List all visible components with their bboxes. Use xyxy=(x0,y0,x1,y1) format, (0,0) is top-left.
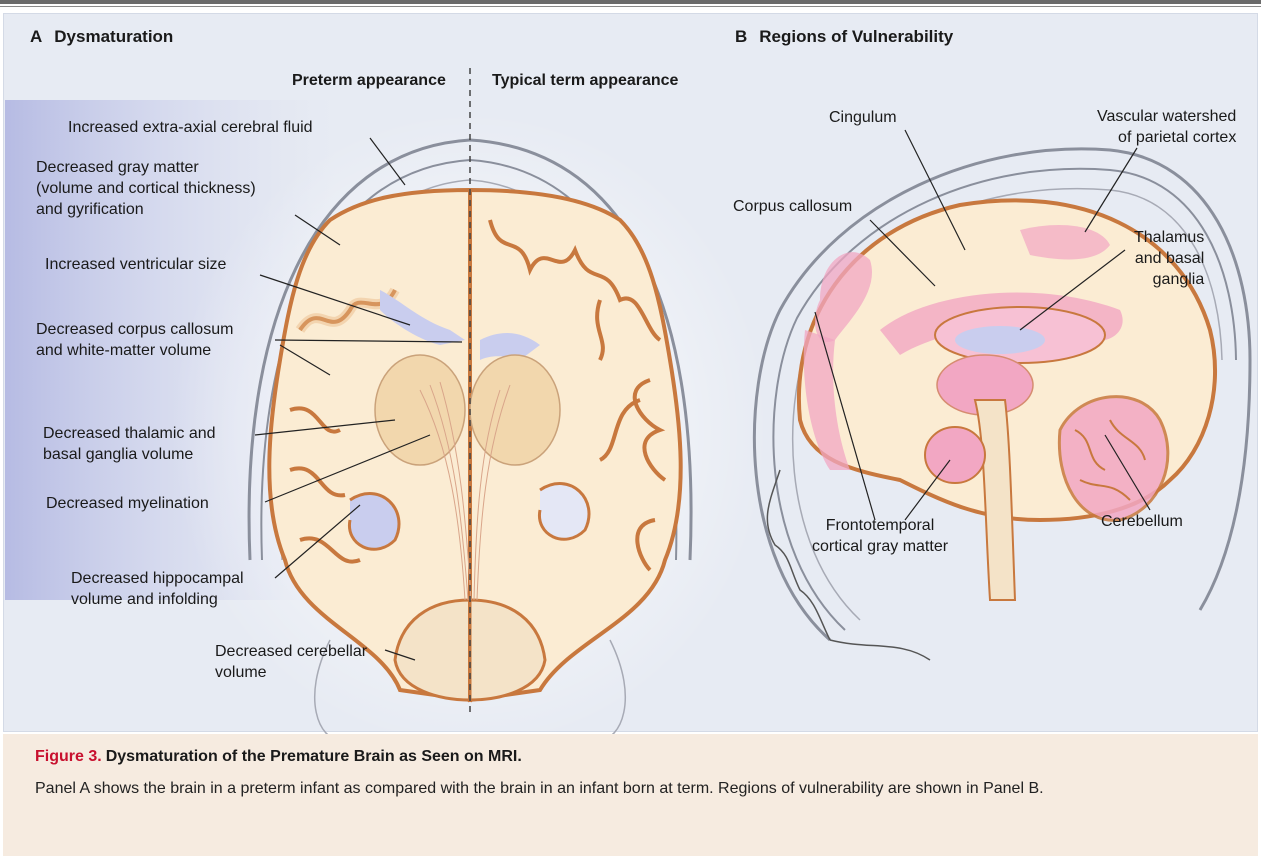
label-ventricular-size: Increased ventricular size xyxy=(45,254,226,275)
label-myelination: Decreased myelination xyxy=(46,493,209,514)
label-extra-axial-fluid: Increased extra-axial cerebral fluid xyxy=(68,117,313,138)
label-thalamic-volume: Decreased thalamic and basal ganglia vol… xyxy=(43,423,216,465)
panel-b-title-text: Regions of Vulnerability xyxy=(759,27,953,46)
label-corpus-callosum: Corpus callosum xyxy=(733,196,852,217)
panel-a-title-text: Dysmaturation xyxy=(54,27,173,46)
label-vascular-watershed: Vascular watershed of parietal cortex xyxy=(1097,106,1236,148)
label-hippocampal: Decreased hippocampal volume and infoldi… xyxy=(71,568,244,610)
figure-number: Figure 3. xyxy=(35,748,102,765)
label-cerebellum: Cerebellum xyxy=(1101,511,1183,532)
caption-text: Panel A shows the brain in a preterm inf… xyxy=(35,775,1226,802)
caption-title: Figure 3.Dysmaturation of the Premature … xyxy=(35,748,1226,766)
panel-b-letter: B xyxy=(735,27,747,46)
panel-a-title: A Dysmaturation xyxy=(30,27,173,47)
label-gray-matter: Decreased gray matter (volume and cortic… xyxy=(36,157,256,220)
label-cingulum: Cingulum xyxy=(829,107,897,128)
term-heading: Typical term appearance xyxy=(492,72,678,90)
preterm-heading: Preterm appearance xyxy=(292,72,446,90)
panel-b-title: B Regions of Vulnerability xyxy=(735,27,953,47)
panel-a-letter: A xyxy=(30,27,42,46)
label-cerebellar-volume: Decreased cerebellar volume xyxy=(215,641,367,683)
label-thalamus: Thalamus and basal ganglia xyxy=(1134,227,1204,290)
figure-caption: Figure 3.Dysmaturation of the Premature … xyxy=(3,734,1258,856)
label-corpus-callosum-volume: Decreased corpus callosum and white-matt… xyxy=(36,319,233,361)
label-frontotemporal: Frontotemporal cortical gray matter xyxy=(812,515,948,557)
illustration xyxy=(0,0,1261,740)
caption-title-text: Dysmaturation of the Premature Brain as … xyxy=(106,748,522,765)
